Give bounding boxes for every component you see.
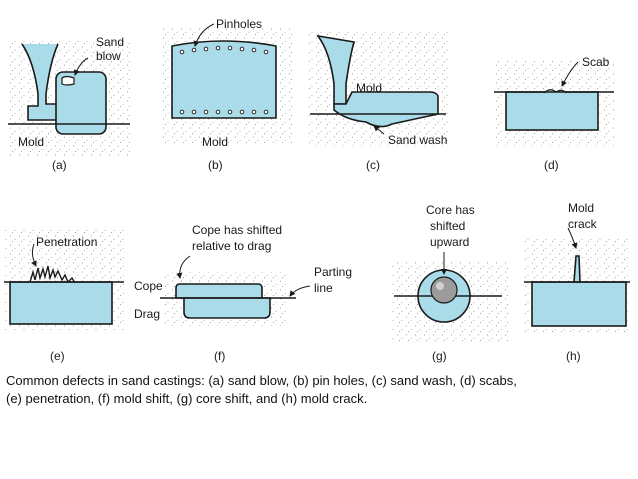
leader-pinholes (193, 23, 215, 47)
tag-c: (c) (366, 158, 380, 172)
label-cope-shifted-1: Cope has shifted (192, 223, 282, 237)
label-mold-h: Mold (568, 201, 594, 215)
leader-crack (567, 227, 578, 249)
penetration-roughness (29, 265, 76, 284)
label-cope: Cope (134, 279, 163, 293)
label-blow: blow (96, 49, 121, 63)
label-cope-shifted-2: relative to drag (192, 239, 271, 253)
tag-a: (a) (52, 158, 67, 172)
tag-f: (f) (214, 349, 225, 363)
casting (333, 91, 439, 128)
label-sand: Sand (96, 35, 124, 49)
casting (531, 281, 627, 327)
blow-hole (61, 75, 75, 86)
panel-d: Scab (d) (494, 55, 614, 172)
leader-sand-blow (73, 57, 89, 76)
label-core-has: Core has (426, 203, 475, 217)
label-penetration: Penetration (36, 235, 97, 249)
casting (9, 281, 113, 325)
panel-b: Pinholes Mold (b) (162, 17, 292, 172)
core (430, 276, 458, 304)
panel-e: Penetration (e) (4, 230, 124, 363)
casting (171, 40, 277, 119)
leader-parting (289, 285, 311, 297)
label-pinholes: Pinholes (216, 17, 262, 31)
label-upward: upward (430, 235, 469, 249)
tag-d: (d) (544, 158, 559, 172)
panel-g: Core has shifted upward (g) (392, 203, 508, 363)
label-sand-wash: Sand wash (388, 133, 447, 147)
panel-h: Mold crack (h) (524, 201, 630, 363)
label-crack: crack (568, 217, 598, 231)
tag-g: (g) (432, 349, 447, 363)
panel-f: Cope has shifted relative to drag Cope D… (134, 223, 352, 363)
label-mold-b: Mold (202, 135, 228, 149)
casting (55, 71, 107, 135)
leader-shift (176, 255, 191, 279)
core-highlight (436, 282, 444, 290)
crack-fin (573, 255, 581, 283)
label-parting-1: Parting (314, 265, 352, 279)
caption-line-1: Common defects in sand castings: (a) san… (6, 373, 517, 388)
defects-figure: Sand blow Mold (a) Pinholes Mold (b) Mol… (4, 17, 630, 363)
tag-b: (b) (208, 158, 223, 172)
tag-h: (h) (566, 349, 581, 363)
label-shifted: shifted (430, 219, 465, 233)
label-scab: Scab (582, 55, 610, 69)
label-parting-2: line (314, 281, 333, 295)
label-mold-a: Mold (18, 135, 44, 149)
drag-half (183, 297, 271, 319)
panel-a: Sand blow Mold (a) (8, 35, 130, 172)
casting (505, 91, 599, 131)
leader-sand-wash (373, 125, 385, 135)
leader-penetration (31, 243, 37, 267)
sprue (21, 43, 63, 121)
pinhole-dots (179, 45, 269, 115)
leader-scab (561, 61, 579, 87)
figure-caption: Common defects in sand castings: (a) san… (6, 372, 632, 408)
label-mold-c: Mold (356, 81, 382, 95)
panel-c: Mold Sand wash (c) (308, 32, 448, 172)
label-drag: Drag (134, 307, 160, 321)
caption-line-2: (e) penetration, (f) mold shift, (g) cor… (6, 391, 368, 406)
tag-e: (e) (50, 349, 65, 363)
cope-half (175, 283, 263, 299)
